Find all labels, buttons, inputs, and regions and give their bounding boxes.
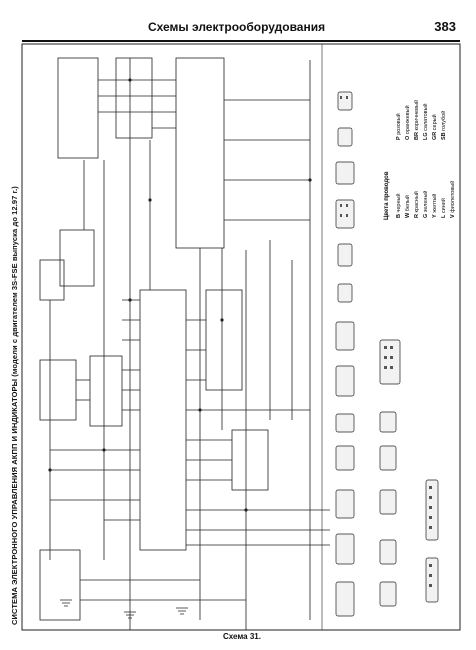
legend-code: V [450,214,456,218]
connector-icon [379,581,397,607]
legend-row: P розовый [396,113,402,140]
legend-code: P [396,136,402,140]
legend-code: R [414,214,420,218]
legend-caption: Цвета проводов [384,171,390,220]
legend-code: BR [414,132,420,140]
connector-icon [335,581,355,617]
legend-color-name: розовый [396,113,402,137]
connector-icon [379,339,401,385]
diagram-frame [21,43,461,631]
connector-icon [335,445,355,471]
legend-row: Y желтый [432,193,438,218]
legend-color-name: оранжевый [405,105,411,136]
legend-color-name: салатовый [423,103,429,133]
connector-icon [335,199,355,229]
connector-icon [337,127,353,147]
connector-icon [425,557,439,603]
legend-code: O [405,135,411,140]
block-lamp [39,549,81,621]
legend-row: BR коричневый [414,100,420,140]
legend-color-name: синий [441,198,447,215]
connector-icon [337,283,353,303]
block-solenoid [89,355,123,427]
block-switch [39,259,65,301]
legend-row: B черный [396,193,402,218]
legend-code: G [423,213,429,218]
connector-icon [335,533,355,565]
connector-icon [335,321,355,351]
legend-color-name: фиолетовый [450,180,456,215]
connector-icon [335,413,355,433]
block-connector-right [231,429,269,491]
legend-code: LG [423,132,429,140]
legend-code: L [441,214,447,218]
legend-row: L синий [441,198,447,218]
block-ecu-top [175,57,225,249]
block-ecu-main [139,289,187,551]
legend-color-name: коричневый [414,99,420,133]
page-title: Схемы электрооборудования [148,20,326,34]
connector-icon [379,445,397,471]
legend-row: G зеленый [423,191,429,218]
legend-color-name: голубой [441,110,447,133]
legend-row: R красный [414,191,420,218]
legend-row: V фиолетовый [450,181,456,218]
legend-code: GR [432,131,438,140]
legend-color-name: желтый [432,193,438,215]
legend-color-name: белый [405,195,411,213]
page-header: Схемы электрооборудования 383 [22,18,460,42]
block-sensor [59,229,95,287]
connector-icon [335,161,355,185]
block-center [205,289,243,391]
legend-code: W [405,212,411,218]
page-number: 383 [434,19,456,34]
legend-row: LG салатовый [423,103,429,140]
legend-color-name: серый [432,114,438,132]
block-indicator [39,359,77,421]
figure-caption: Схема 31. [223,632,261,641]
connector-icon [425,479,439,541]
connector-icon [337,243,353,267]
block-upper-left [57,57,99,159]
legend-color-name: красный [414,191,420,215]
connector-icon [379,539,397,565]
legend-row: SB голубой [441,111,447,140]
connector-icon [379,411,397,433]
connector-icon [337,91,353,111]
legend-row: O оранжевый [405,105,411,140]
legend-row: GR серый [432,114,438,140]
connector-icon [335,489,355,519]
legend-color-name: черный [396,193,402,215]
connector-icon [335,365,355,397]
legend-code: SB [441,132,447,140]
block-relay [115,57,153,139]
connector-icon [379,489,397,515]
legend-code: B [396,214,402,218]
legend-row: W белый [405,195,411,218]
legend-code: Y [432,214,438,218]
legend-color-name: зеленый [423,190,429,214]
